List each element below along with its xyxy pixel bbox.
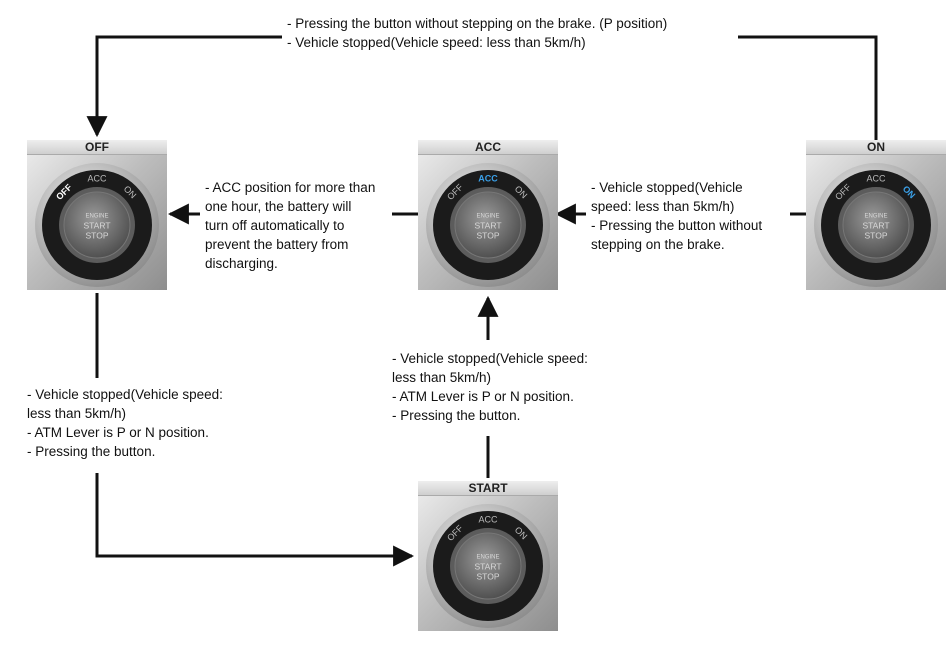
note-line: - Pressing the button.	[27, 444, 156, 459]
dial-ring-label-acc: ACC	[866, 173, 886, 183]
note-line: less than 5km/h)	[27, 406, 127, 421]
arrow-on-to-off-head	[86, 35, 282, 138]
dial-button	[454, 191, 522, 259]
dial-button-text: STOP	[477, 571, 500, 581]
note-line: - Pressing the button without	[591, 218, 763, 233]
dial-button-text: STOP	[477, 230, 500, 240]
state-acc-label: ACC	[418, 140, 558, 155]
note-line: - Vehicle stopped(Vehicle speed:	[27, 387, 223, 402]
dial-button-text: START	[474, 561, 501, 571]
state-start-label: START	[418, 481, 558, 496]
dial-button	[842, 191, 910, 259]
note-line: turn off automatically to	[205, 218, 345, 233]
note-line: prevent the battery from	[205, 237, 349, 252]
note-line: - ACC position for more than	[205, 180, 376, 195]
dial-button-text: STOP	[86, 230, 109, 240]
dial-button	[63, 191, 131, 259]
dial-button-text: ENGINE	[476, 214, 499, 220]
note-line: - Vehicle stopped(Vehicle speed: less th…	[287, 35, 586, 50]
dial-button-text: START	[83, 220, 110, 230]
state-on-label: ON	[806, 140, 946, 155]
dial-button-text: ENGINE	[476, 555, 499, 561]
note-line: stepping on the brake.	[591, 237, 725, 252]
note-line: speed: less than 5km/h)	[591, 199, 735, 214]
note-line: - Pressing the button without stepping o…	[287, 16, 668, 31]
dial-ring-label-acc: ACC	[87, 173, 107, 183]
note-line: - ATM Lever is P or N position.	[392, 389, 574, 404]
dial-button-text: START	[862, 220, 889, 230]
dial-button	[454, 532, 522, 600]
dial-ring-label-acc: ACC	[478, 173, 498, 183]
dial-ring-label-acc: ACC	[478, 514, 498, 524]
note-line: one hour, the battery will	[205, 199, 352, 214]
note-line: - Pressing the button.	[392, 408, 521, 423]
note-off-to-start: - Vehicle stopped(Vehicle speed: less th…	[27, 385, 223, 461]
note-line: less than 5km/h)	[392, 370, 492, 385]
dial-button-text: ENGINE	[864, 214, 887, 220]
note-line: - Vehicle stopped(Vehicle speed:	[392, 351, 588, 366]
note-line: - ATM Lever is P or N position.	[27, 425, 209, 440]
note-acc-to-off: - ACC position for more than one hour, t…	[205, 178, 375, 273]
dial-button-text: STOP	[865, 230, 888, 240]
note-on-to-acc: - Vehicle stopped(Vehicle speed: less th…	[591, 178, 762, 254]
note-line: - Vehicle stopped(Vehicle	[591, 180, 743, 195]
dial-button-text: START	[474, 220, 501, 230]
note-start-to-acc: - Vehicle stopped(Vehicle speed: less th…	[392, 349, 588, 425]
state-off-label: OFF	[27, 140, 167, 155]
note-on-to-off: - Pressing the button without stepping o…	[287, 14, 667, 52]
dial-button-text: ENGINE	[85, 214, 108, 220]
arrow-on-to-off	[738, 35, 878, 140]
note-line: discharging.	[205, 256, 278, 271]
arrow-off-to-start	[95, 473, 415, 567]
